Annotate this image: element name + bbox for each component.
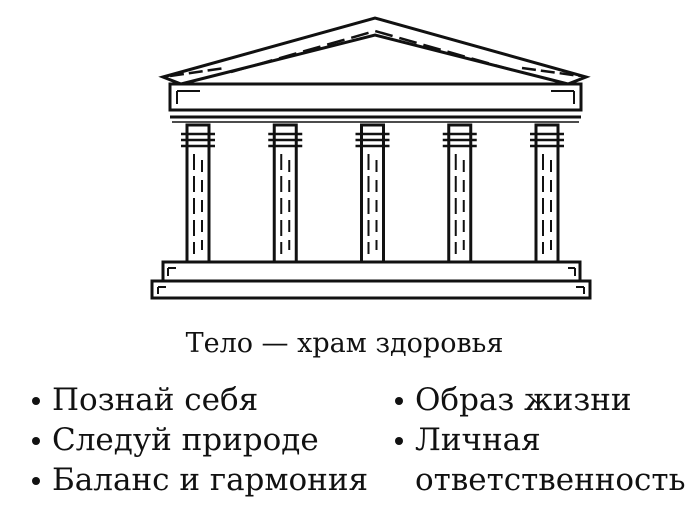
list-item: Познай себя: [20, 380, 368, 420]
temple-column: [268, 123, 303, 264]
list-item-text: Личная: [415, 422, 541, 458]
list-item-text: Познай себя: [52, 382, 259, 418]
list-item-text: Баланс и гармония: [52, 462, 369, 498]
temple-column: [355, 123, 390, 264]
temple-column: [181, 123, 215, 264]
bullet-icon: [32, 397, 40, 405]
bullet-icon: [395, 437, 403, 445]
greek-temple-icon: [150, 16, 592, 300]
temple-column: [442, 123, 477, 264]
list-item-text: Следуй природе: [52, 422, 319, 458]
caption: Тело — храм здоровья: [185, 328, 504, 359]
bullet-icon: [32, 477, 40, 485]
list-item: Личная ответственность: [383, 420, 685, 500]
list-item: Баланс и гармония: [20, 460, 368, 500]
pediment: [158, 16, 591, 86]
entablature: [168, 82, 583, 123]
bullet-icon: [32, 437, 40, 445]
base-steps: [150, 260, 592, 300]
temple-column: [530, 123, 564, 264]
list-item: Следуй природе: [20, 420, 368, 460]
columns: [181, 123, 564, 264]
list-item: Образ жизни: [383, 380, 685, 420]
list-item-text-continuation: ответственность: [415, 462, 686, 498]
list-item-text: Образ жизни: [415, 382, 632, 418]
bullet-icon: [395, 397, 403, 405]
